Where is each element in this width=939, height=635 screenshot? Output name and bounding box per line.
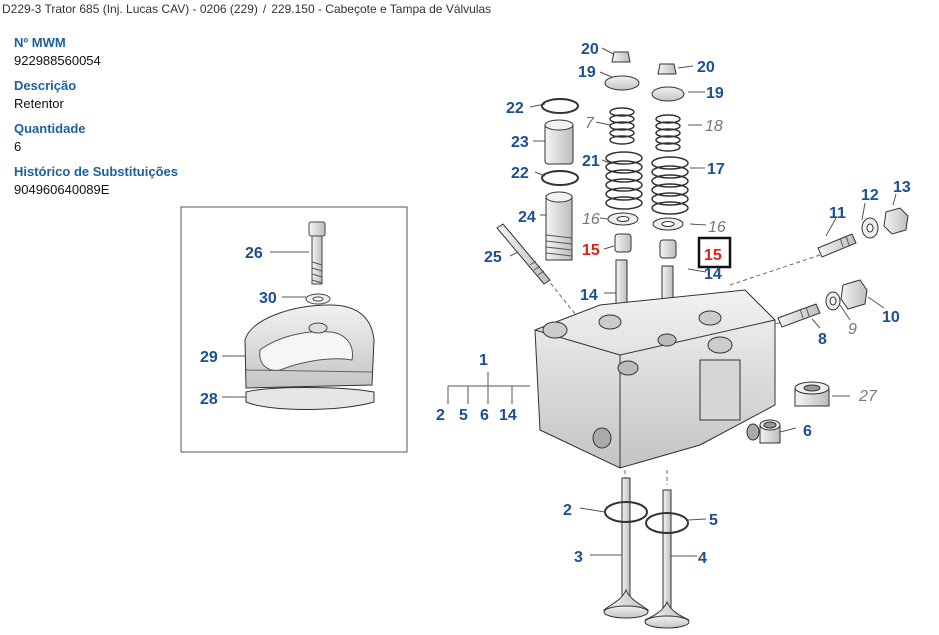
callout-17[interactable]: 17 <box>707 161 725 178</box>
callout-20b[interactable]: 20 <box>697 59 715 76</box>
callout-22b[interactable]: 22 <box>511 165 529 182</box>
seat-ring-2-graphic[interactable] <box>604 501 648 523</box>
tube-24-graphic[interactable] <box>545 191 573 261</box>
seal-15b-graphic[interactable] <box>659 239 677 259</box>
seal-27-graphic[interactable] <box>794 381 830 407</box>
callout-14a[interactable]: 14 <box>704 266 722 283</box>
callout-14b[interactable]: 14 <box>580 287 598 304</box>
spring-18-graphic[interactable] <box>655 114 681 152</box>
callout-8[interactable]: 8 <box>818 331 827 348</box>
callout-labels: 20 19 20 19 22 23 22 7 18 21 17 16 16 24… <box>200 41 911 567</box>
callout-24[interactable]: 24 <box>518 209 536 226</box>
callout-12[interactable]: 12 <box>861 187 879 204</box>
valve-3-graphic[interactable] <box>602 477 650 619</box>
callout-27[interactable]: 27 <box>858 388 878 405</box>
valve-cover-29-graphic[interactable] <box>244 304 375 389</box>
mwm-number-value: 922988560054 <box>14 53 101 68</box>
callout-28[interactable]: 28 <box>200 391 218 408</box>
breadcrumb-section[interactable]: 229.150 - Cabeçote e Tampa de Válvulas <box>271 2 492 16</box>
callout-2a[interactable]: 2 <box>436 407 445 424</box>
callout-22a[interactable]: 22 <box>506 100 524 117</box>
mwm-number-label: Nº MWM <box>14 35 66 50</box>
quantity-value: 6 <box>14 139 22 154</box>
collet-20a-graphic[interactable] <box>611 51 631 63</box>
callout-7[interactable]: 7 <box>585 115 595 132</box>
stud-11-graphic[interactable] <box>817 233 857 258</box>
callout-19b[interactable]: 19 <box>706 85 724 102</box>
callout-19a[interactable]: 19 <box>578 64 596 81</box>
callout-14c[interactable]: 14 <box>499 407 517 424</box>
clamp-22b-graphic[interactable] <box>541 170 579 186</box>
callout-6b[interactable]: 6 <box>803 423 812 440</box>
callout-3[interactable]: 3 <box>574 549 583 566</box>
clamp-22-graphic[interactable] <box>541 98 579 114</box>
spring-7-graphic[interactable] <box>609 107 635 145</box>
callout-2b[interactable]: 2 <box>563 502 572 519</box>
seat-ring-5-graphic[interactable] <box>645 512 689 534</box>
callout-23[interactable]: 23 <box>511 134 529 151</box>
retainer-19a-graphic[interactable] <box>604 75 640 91</box>
callout-16b[interactable]: 16 <box>708 219 726 236</box>
callout-18[interactable]: 18 <box>705 118 723 135</box>
callout-5b[interactable]: 5 <box>709 512 718 529</box>
gasket-28-graphic[interactable] <box>245 387 375 410</box>
replacement-history-value: 904960640089E <box>14 182 110 197</box>
valve-4-graphic[interactable] <box>644 489 690 629</box>
nut-13-graphic[interactable] <box>883 207 909 235</box>
callout-11[interactable]: 11 <box>829 205 846 222</box>
breadcrumb: D229-3 Trator 685 (Inj. Lucas CAV) - 020… <box>2 2 491 16</box>
spring-21-graphic[interactable] <box>605 151 643 210</box>
valve-cover-inset <box>180 206 408 453</box>
callout-30[interactable]: 30 <box>259 290 277 307</box>
part-info-panel: Nº MWM 922988560054 Descrição Retentor Q… <box>14 35 204 197</box>
insert-6-graphic[interactable] <box>759 419 781 444</box>
seal-15a-graphic[interactable] <box>614 233 632 253</box>
callout-26[interactable]: 26 <box>245 245 263 262</box>
callout-9[interactable]: 9 <box>848 321 857 338</box>
description-value: Retentor <box>14 96 64 111</box>
retainer-19b-graphic[interactable] <box>651 86 685 102</box>
callout-21[interactable]: 21 <box>582 153 600 170</box>
stud-8-graphic[interactable] <box>777 303 821 328</box>
bolt-26-graphic[interactable] <box>308 221 326 285</box>
replacement-history-label: Histórico de Substituições <box>14 164 178 179</box>
cylinder-head-1-graphic[interactable] <box>534 289 776 469</box>
description-label: Descrição <box>14 78 77 93</box>
breadcrumb-separator: / <box>262 2 267 16</box>
callout-4[interactable]: 4 <box>698 550 707 567</box>
collet-20b-graphic[interactable] <box>657 63 677 75</box>
stud-25-graphic[interactable] <box>496 223 551 285</box>
selected-part-highlight <box>697 236 732 269</box>
callout-29[interactable]: 29 <box>200 349 218 366</box>
callout-20a[interactable]: 20 <box>581 41 599 58</box>
quantity-label: Quantidade <box>14 121 86 136</box>
callout-5a[interactable]: 5 <box>459 407 468 424</box>
callout-15b[interactable]: 15 <box>704 247 722 264</box>
spring-17-graphic[interactable] <box>651 156 689 215</box>
callout-1[interactable]: 1 <box>479 352 488 369</box>
callout-13[interactable]: 13 <box>893 179 911 196</box>
callout-25[interactable]: 25 <box>484 249 502 266</box>
callout-10[interactable]: 10 <box>882 309 900 326</box>
callout-15a[interactable]: 15 <box>582 242 600 259</box>
callout-6a[interactable]: 6 <box>480 407 489 424</box>
callout-16a[interactable]: 16 <box>582 211 600 228</box>
nut-10-graphic[interactable] <box>840 279 868 310</box>
breadcrumb-model[interactable]: D229-3 Trator 685 (Inj. Lucas CAV) - 020… <box>2 2 258 16</box>
